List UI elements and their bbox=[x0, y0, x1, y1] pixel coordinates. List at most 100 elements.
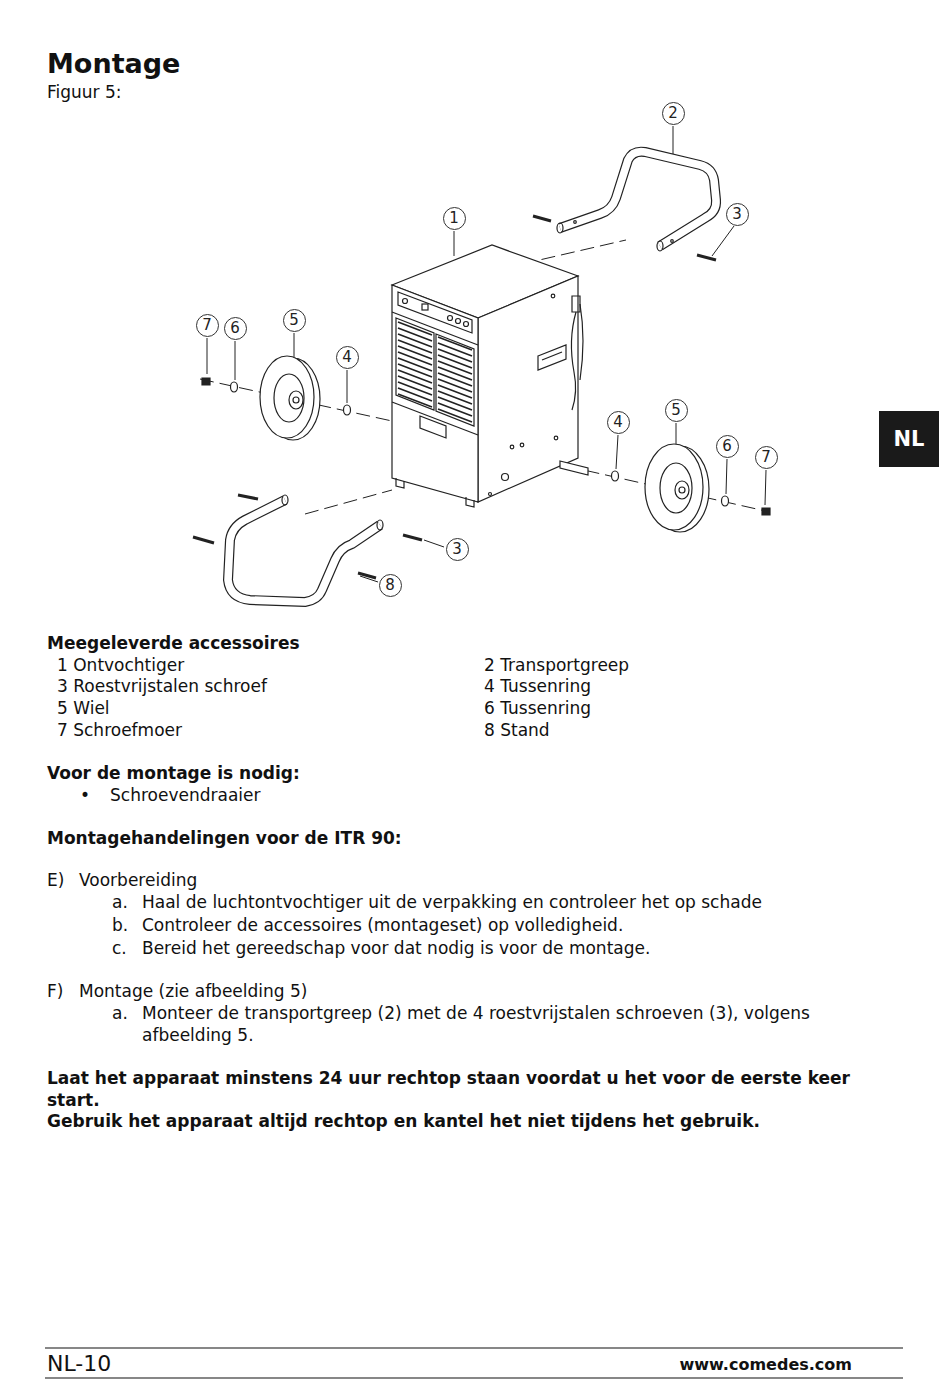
dehumidifier-body bbox=[554, 436, 558, 440]
dehumidifier-body bbox=[436, 334, 474, 426]
callout-text: 5 bbox=[671, 402, 681, 419]
leader-line bbox=[207, 338, 208, 374]
callout-number: 3 bbox=[446, 538, 469, 561]
tool-item: Schroevendraaier bbox=[110, 784, 260, 806]
dehumidifier-body bbox=[580, 304, 583, 380]
sub-step-letter: b. bbox=[112, 914, 128, 936]
callout-number: 5 bbox=[665, 399, 688, 422]
right-wheel bbox=[762, 508, 770, 515]
step-text: Bereid het gereedschap voor dat nodig is… bbox=[142, 937, 882, 959]
stand bbox=[228, 495, 383, 602]
website: www.comedes.com bbox=[600, 1354, 852, 1376]
accessory-item: 2 Transportgreep bbox=[484, 654, 629, 676]
dehumidifier-body bbox=[466, 497, 474, 507]
sub-step-letter: a. bbox=[112, 1002, 128, 1024]
footer-rule bbox=[45, 1377, 903, 1378]
leader-line bbox=[294, 333, 295, 357]
left-wheel bbox=[289, 391, 303, 409]
callout-text: 2 bbox=[668, 105, 678, 122]
right-wheel bbox=[675, 481, 689, 499]
step-letter: E) bbox=[47, 869, 64, 891]
dehumidifier-body bbox=[510, 445, 514, 449]
callout-number: 4 bbox=[336, 346, 359, 369]
dehumidifier-body bbox=[438, 337, 472, 422]
dehumidifier-body bbox=[396, 318, 434, 410]
screw bbox=[238, 495, 258, 499]
section-heading: Meegeleverde accessoires bbox=[47, 632, 300, 654]
leader-line bbox=[726, 459, 727, 494]
leader-line bbox=[765, 470, 766, 505]
callout-number: 6 bbox=[716, 435, 739, 458]
callout-number: 1 bbox=[443, 207, 466, 230]
callout-number: 4 bbox=[607, 411, 630, 434]
leader-line bbox=[676, 423, 677, 444]
transport-handle bbox=[671, 240, 674, 243]
screw bbox=[193, 537, 214, 543]
accessory-item: 8 Stand bbox=[484, 719, 550, 741]
leader-line bbox=[235, 341, 236, 380]
dehumidifier-body bbox=[420, 416, 446, 438]
right-wheel bbox=[645, 444, 703, 530]
tab-text: NL bbox=[894, 427, 925, 451]
callout-text: 5 bbox=[289, 312, 299, 329]
screw bbox=[358, 573, 376, 578]
dehumidifier-body bbox=[502, 474, 509, 481]
accessory-item: 7 Schroefmoer bbox=[57, 719, 182, 741]
left-wheel bbox=[202, 356, 351, 440]
dehumidifier-body bbox=[448, 316, 453, 321]
right-wheel bbox=[679, 487, 685, 493]
dehumidifier-body bbox=[392, 285, 478, 502]
callout-text: 7 bbox=[202, 317, 212, 334]
dehumidifier-body bbox=[538, 345, 566, 370]
screw bbox=[697, 255, 716, 260]
section-heading: Montagehandelingen voor de ITR 90: bbox=[47, 827, 402, 849]
page-title: Montage bbox=[47, 47, 180, 81]
callout-number: 7 bbox=[196, 314, 219, 337]
right-wheel bbox=[660, 463, 692, 513]
left-wheel bbox=[231, 382, 238, 392]
right-wheel bbox=[612, 471, 619, 481]
sub-step-letter: a. bbox=[112, 891, 128, 913]
leader-line bbox=[347, 370, 348, 403]
dehumidifier-body bbox=[392, 312, 478, 345]
page-number: NL-10 bbox=[47, 1351, 111, 1377]
dehumidifier-body bbox=[456, 319, 461, 324]
accessory-item: 4 Tussenring bbox=[484, 675, 591, 697]
left-wheel bbox=[274, 374, 304, 422]
accessory-item: 3 Roestvrijstalen schroef bbox=[57, 675, 267, 697]
screw bbox=[533, 216, 551, 221]
dehumidifier-body bbox=[571, 312, 576, 410]
footer-rule bbox=[45, 1347, 903, 1348]
dehumidifier-body bbox=[398, 322, 432, 407]
stand bbox=[377, 520, 383, 530]
leader-line bbox=[616, 435, 618, 469]
callout-number: 8 bbox=[379, 574, 402, 597]
transport-handle bbox=[560, 152, 716, 246]
dehumidifier-body bbox=[542, 352, 562, 360]
transport-handle bbox=[560, 152, 716, 246]
leader-line bbox=[673, 126, 674, 154]
dehumidifier-body bbox=[392, 245, 588, 507]
leader-line bbox=[424, 540, 444, 547]
callout-number: 3 bbox=[726, 203, 749, 226]
dehumidifier-body bbox=[520, 443, 524, 447]
dehumidifier-body bbox=[392, 402, 478, 435]
dehumidifier-body bbox=[464, 322, 469, 327]
callout-text: 6 bbox=[230, 320, 240, 337]
assembly-line bbox=[305, 490, 392, 514]
stand bbox=[228, 500, 380, 602]
step-letter: F) bbox=[47, 980, 63, 1002]
dehumidifier-body bbox=[560, 461, 588, 475]
left-wheel bbox=[344, 405, 351, 415]
footer-rule bbox=[45, 1348, 903, 1378]
assembly-line bbox=[522, 240, 626, 264]
screw bbox=[403, 535, 422, 540]
callout-text: 8 bbox=[385, 577, 395, 594]
section-heading: Voor de montage is nodig: bbox=[47, 762, 300, 784]
accessory-item: 6 Tussenring bbox=[484, 697, 591, 719]
callout-number: 6 bbox=[224, 317, 247, 340]
left-wheel bbox=[293, 397, 299, 403]
callout-text: 4 bbox=[342, 349, 352, 366]
callout-text: 6 bbox=[722, 438, 732, 455]
warning-note: Laat het apparaat minstens 24 uur rechto… bbox=[47, 1067, 897, 1111]
